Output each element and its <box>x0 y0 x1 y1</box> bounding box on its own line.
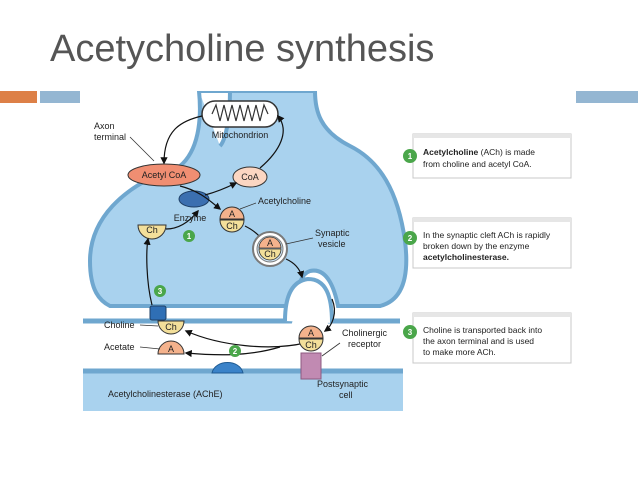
slide-title: Acetycholine synthesis <box>50 28 435 70</box>
acetate-pointer <box>139 346 161 350</box>
vesicle-a-label: A <box>267 238 273 248</box>
arrow-transport-to-ch <box>143 237 153 306</box>
ach-molecule-receptor <box>298 325 324 352</box>
axon-terminal-label-line2: terminal <box>94 132 126 142</box>
step1-box-line1-rest: (ACh) is made <box>478 147 535 157</box>
arrow-enzyme-to-coa <box>204 182 238 196</box>
postsynaptic-label-line2: cell <box>339 390 353 400</box>
choline-pointer <box>139 324 159 327</box>
step3-badge <box>154 285 166 297</box>
acetylcholine-label: Acetylcholine <box>258 196 311 206</box>
axon-terminal-pointer <box>129 136 155 162</box>
vesicle-pointer <box>285 237 314 245</box>
step2-badge <box>229 345 241 357</box>
receptor-pointer <box>321 342 341 357</box>
vesicle-ch-label: Ch <box>264 249 276 259</box>
ach-molecule-synthesized <box>219 206 245 233</box>
arrow-vesicle-to-membrane <box>285 258 305 279</box>
acetylcholine-pointer <box>239 202 257 210</box>
step2-box-line3: acetylcholinesterase. <box>423 252 509 262</box>
enzyme-label: Enzyme <box>174 213 207 223</box>
step3-box: 3 Choline is transported back into the a… <box>403 312 572 364</box>
step3-box-line3: to make more ACh. <box>423 347 496 357</box>
synaptic-vesicle <box>252 231 288 267</box>
ach-synth-a-label: A <box>229 209 235 219</box>
synaptic-vesicle-label-line1: Synaptic <box>315 228 350 238</box>
accent-bar-orange <box>0 91 37 103</box>
step3-badge-label: 3 <box>158 287 163 296</box>
mitochondrion-label: Mitochondrion <box>212 130 269 140</box>
postsynaptic-cell <box>83 371 403 411</box>
step3-box-line2: the axon terminal and is used <box>423 336 534 346</box>
mitochondrion <box>201 100 279 128</box>
step1-box-bold: Acetylcholine <box>423 147 479 157</box>
cholinergic-receptor <box>300 352 322 380</box>
step1-box: 1 Acetylcholine (ACh) is made from choli… <box>403 133 572 179</box>
step2-box: 2 In the synaptic cleft ACh is rapidly b… <box>403 217 572 269</box>
arrow-release <box>323 298 336 332</box>
step2-badge-label: 2 <box>233 347 238 356</box>
step3-box-line1: Choline is transported back into <box>423 325 542 335</box>
acetyl-coa-label: Acetyl CoA <box>142 170 187 180</box>
arrow-ach-to-choline <box>184 330 306 348</box>
step2-box-line1: In the synaptic cleft ACh is rapidly <box>423 230 551 240</box>
step1-box-line2: from choline and acetyl CoA. <box>423 159 532 169</box>
arrow-acetylcoa-to-ach <box>179 185 222 210</box>
step2-box-number: 2 <box>408 234 413 243</box>
ach-synth-ch-label: Ch <box>226 221 238 231</box>
step2-box-line2: broken down by the enzyme <box>423 241 530 251</box>
choline-label: Choline <box>104 320 135 330</box>
arrow-ch-to-enzyme <box>165 209 199 230</box>
choline-molecule-top <box>137 224 167 240</box>
receptor-label-line1: Cholinergic <box>342 328 388 338</box>
receptor-ach-a-label: A <box>308 328 314 338</box>
coa-label: CoA <box>241 172 259 182</box>
step1-badge <box>183 230 195 242</box>
receptor-label-line2: receptor <box>348 339 381 349</box>
coa-molecule <box>232 166 268 188</box>
arrow-mito-to-acetylcoa <box>160 115 203 165</box>
choline-top-label: Ch <box>146 225 158 235</box>
choline-molecule-cleft <box>157 320 185 335</box>
axon-terminal-label-line1: Axon <box>94 121 115 131</box>
step1-box-line1: Acetylcholine (ACh) is made <box>423 147 535 157</box>
acetate-a-label: A <box>168 344 174 354</box>
postsynaptic-label-line1: Postsynaptic <box>317 379 369 389</box>
acetate-label: Acetate <box>104 342 135 352</box>
arrow-coa-to-mito <box>259 114 285 169</box>
ache-label: Acetylcholinesterase (AChE) <box>108 389 223 399</box>
step3-box-number: 3 <box>408 328 413 337</box>
ache-enzyme-shape <box>211 362 244 374</box>
enzyme-shape <box>178 190 210 208</box>
step1-badge-label: 1 <box>187 232 192 241</box>
receptor-ach-ch-label: Ch <box>305 340 317 350</box>
choline-cleft-label: Ch <box>165 322 177 332</box>
synaptic-vesicle-label-line2: vesicle <box>318 239 346 249</box>
synapse-diagram: Mitochondrion Acetyl CoA CoA Enzyme Ch 1… <box>80 91 576 411</box>
choline-transporter <box>149 305 167 321</box>
step1-box-number: 1 <box>408 152 413 161</box>
membrane-fold <box>283 276 334 324</box>
